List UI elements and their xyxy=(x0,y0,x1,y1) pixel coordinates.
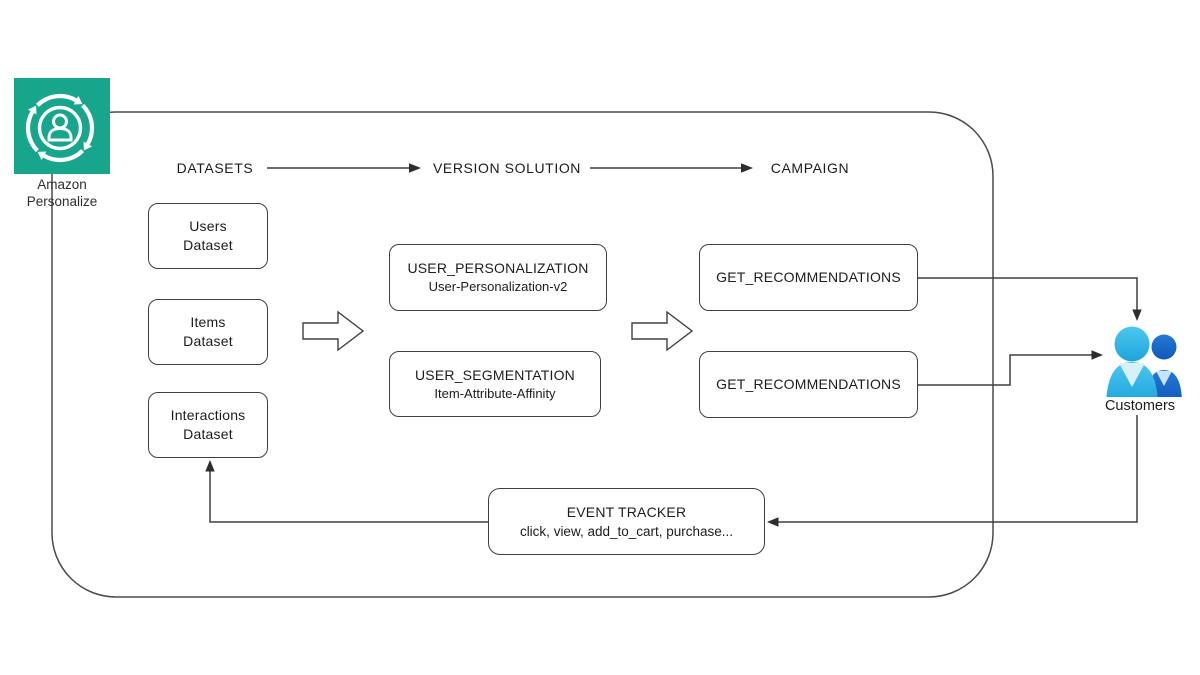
solution1-version: User-Personalization-v2 xyxy=(428,279,568,294)
connector-event-tracker-to-interactions xyxy=(209,470,488,523)
connector-customers-to-event-tracker xyxy=(778,404,1138,523)
connector-campaign2-to-customers xyxy=(918,354,1092,386)
users-dataset-line2: Dataset xyxy=(183,237,233,253)
stage-label-datasets: DATASETS xyxy=(176,160,254,176)
node-user-segmentation-solution: USER_SEGMENTATION Item-Attribute-Affinit… xyxy=(389,351,601,417)
personalize-glyph xyxy=(14,93,110,174)
glyph-person-body xyxy=(47,127,73,142)
arrowhead-up-icon xyxy=(205,460,215,472)
users-dataset-line1: Users xyxy=(189,218,227,234)
stage-label-version-solution: VERSION SOLUTION xyxy=(432,160,582,176)
arrowhead-right-icon xyxy=(741,163,753,173)
connector-lines xyxy=(209,167,1138,523)
block-arrows xyxy=(302,310,694,352)
glyph-cycle-arrows xyxy=(28,93,92,160)
customer-front-person xyxy=(1106,326,1158,404)
block-arrow-datasets-to-solutions-icon xyxy=(302,310,365,352)
stage-label-campaign: CAMPAIGN xyxy=(770,160,850,176)
event-tracker-title: EVENT TRACKER xyxy=(566,503,687,520)
event-tracker-events: click, view, add_to_cart, purchase... xyxy=(519,523,734,539)
campaign1-label: GET_RECOMMENDATIONS xyxy=(716,269,901,285)
node-users-dataset: Users Dataset xyxy=(148,203,268,269)
node-campaign-get-recommendations-2: GET_RECOMMENDATIONS xyxy=(699,351,918,418)
node-items-dataset: Items Dataset xyxy=(148,299,268,365)
solution2-recipe: USER_SEGMENTATION xyxy=(414,366,575,383)
interactions-dataset-line2: Dataset xyxy=(183,426,233,442)
solution1-recipe: USER_PERSONALIZATION xyxy=(407,260,589,276)
items-dataset-line2: Dataset xyxy=(183,333,233,349)
block-arrow-solutions-to-campaigns-icon xyxy=(631,310,694,352)
arrowhead-down-icon xyxy=(1132,309,1142,321)
connector-campaign1-to-customers xyxy=(918,277,1138,310)
node-user-personalization-solution: USER_PERSONALIZATION User-Personalizatio… xyxy=(389,244,607,311)
amazon-personalize-label: Amazon Personalize xyxy=(2,176,122,210)
brand-label-line1: Amazon xyxy=(37,177,87,192)
customers-label: Customers xyxy=(1090,397,1190,415)
arrowhead-left-icon xyxy=(767,517,779,527)
arrowhead-right-icon xyxy=(1091,350,1103,360)
arrowheads xyxy=(205,163,1142,527)
interactions-dataset-line1: Interactions xyxy=(170,407,246,423)
glyph-circle xyxy=(37,105,83,151)
node-campaign-get-recommendations-1: GET_RECOMMENDATIONS xyxy=(699,244,918,311)
node-interactions-dataset: Interactions Dataset xyxy=(148,392,268,458)
solution2-version: Item-Attribute-Affinity xyxy=(434,385,556,401)
campaign2-label: GET_RECOMMENDATIONS xyxy=(716,376,901,392)
items-dataset-line1: Items xyxy=(190,314,226,330)
glyph-person-head xyxy=(52,113,68,130)
personalize-boundary-border xyxy=(51,111,994,598)
brand-label-line2: Personalize xyxy=(26,194,98,209)
amazon-personalize-icon xyxy=(14,78,110,174)
customers-icon xyxy=(1100,324,1184,408)
arrowhead-right-icon xyxy=(409,163,421,173)
node-event-tracker: EVENT TRACKER click, view, add_to_cart, … xyxy=(488,488,765,555)
